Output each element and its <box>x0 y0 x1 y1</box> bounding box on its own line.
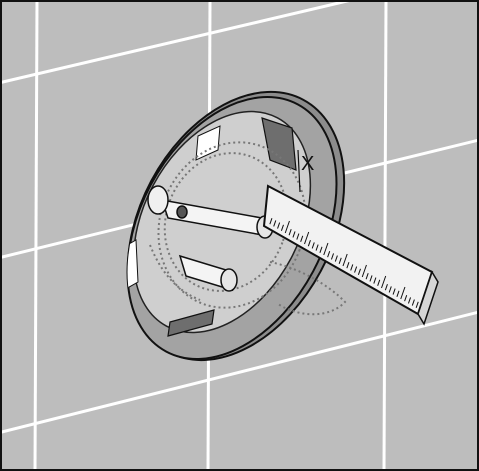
ruler-tick <box>304 231 310 245</box>
ruler-tick <box>404 295 408 302</box>
ruler-tick <box>342 253 348 267</box>
ruler-tick <box>350 264 354 271</box>
ruler-tick <box>288 229 292 236</box>
ruler-tick <box>327 251 331 258</box>
housing-slot-inner <box>195 125 221 161</box>
ruler-tick <box>269 218 273 225</box>
ruler-tick <box>415 301 419 308</box>
ruler-tick <box>300 235 304 242</box>
valve-body-inner <box>163 152 289 292</box>
ruler-tick <box>411 299 415 306</box>
ruler-tick <box>330 253 335 260</box>
pipe-fitting-left <box>147 185 169 215</box>
ruler-tick <box>365 273 369 280</box>
dimension-label: X <box>301 153 314 175</box>
ruler-tick <box>296 233 300 240</box>
valve-outlet-dotted <box>269 261 347 316</box>
ruler-tick <box>384 284 388 291</box>
ruler-tick <box>284 220 290 234</box>
ruler-tick <box>400 286 406 300</box>
ruler-tick <box>323 242 329 256</box>
ruler-tick <box>273 220 277 227</box>
ruler-tick <box>354 266 358 273</box>
ruler-tick <box>396 290 400 297</box>
ruler-tick <box>280 224 284 231</box>
ruler-tick <box>292 231 296 238</box>
ruler-tick <box>377 279 381 286</box>
housing-slot-bottom <box>167 309 215 337</box>
ruler-tick <box>311 242 315 249</box>
ruler-tick <box>357 268 361 275</box>
dimension-marker-x: X <box>297 149 314 193</box>
ruler-tick <box>319 246 323 253</box>
ruler-tick <box>307 240 311 247</box>
ruler-tick <box>346 262 350 269</box>
ruler-tick <box>315 244 319 251</box>
ruler-edge <box>417 270 439 326</box>
pipe-fitting-hole <box>176 205 188 219</box>
connector-pipes <box>147 185 274 292</box>
ruler-tick <box>392 288 396 295</box>
ruler-tick <box>369 275 373 282</box>
ruler-tick-marks <box>269 218 419 308</box>
ruler-tick <box>388 286 392 293</box>
ruler-tick <box>373 277 377 284</box>
ruler-tick <box>381 275 387 289</box>
pipe-lower-end <box>220 268 238 292</box>
dimension-line <box>297 149 301 193</box>
ruler-tick <box>407 297 412 304</box>
housing-slot-top <box>261 117 297 171</box>
measuring-ruler <box>262 184 439 326</box>
ruler-tick <box>361 264 367 278</box>
ruler-tick <box>338 257 342 264</box>
ruler-tick <box>277 222 281 229</box>
ruler-tick <box>334 255 338 262</box>
